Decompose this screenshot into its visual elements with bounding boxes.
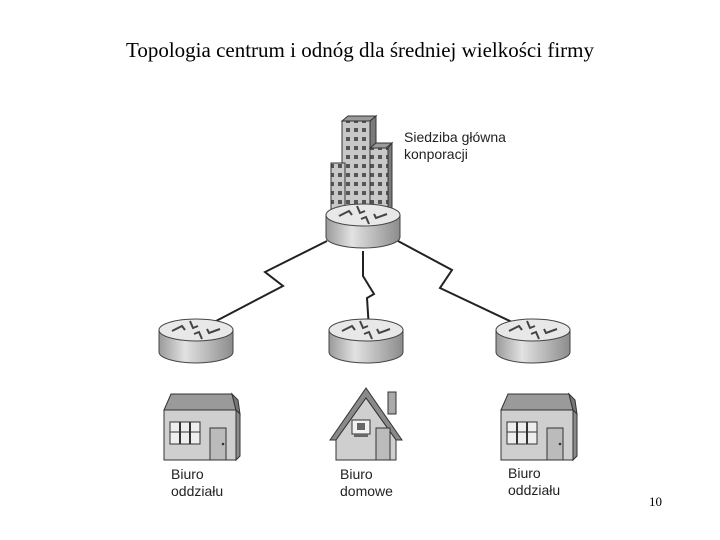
wan-link-right: [397, 240, 532, 332]
wan-link-center: [362, 251, 376, 330]
hq-label-line-2: konporacji: [404, 146, 468, 162]
wan-link-left: [196, 240, 328, 332]
branch-left-label: Biuro oddziału: [171, 466, 223, 500]
router-icon: [328, 318, 404, 364]
home-office-label-line-2: domowe: [340, 483, 393, 499]
router-icon: [158, 318, 234, 364]
page-number: 10: [649, 494, 662, 509]
shop-building-icon: [500, 393, 578, 461]
home-office-label-line-1: Biuro: [340, 466, 373, 482]
office-tower-icon: [330, 114, 394, 218]
shop-building-icon: [163, 393, 241, 461]
branch-right-label: Biuro oddziału: [508, 465, 560, 499]
slide-title: Topologia centrum i odnóg dla średniej w…: [125, 38, 594, 62]
home-office-label: Biuro domowe: [340, 466, 393, 500]
branch-left-label-line-1: Biuro: [171, 466, 204, 482]
house-icon: [329, 387, 403, 461]
branch-right-label-line-1: Biuro: [508, 465, 541, 481]
hq-label: Siedziba główna konporacji: [404, 129, 506, 163]
router-icon: [325, 203, 401, 249]
branch-right-label-line-2: oddziału: [508, 482, 561, 498]
hq-label-line-1: Siedziba główna: [404, 129, 506, 145]
branch-left-label-line-2: oddziału: [171, 483, 224, 499]
router-icon: [495, 318, 571, 364]
